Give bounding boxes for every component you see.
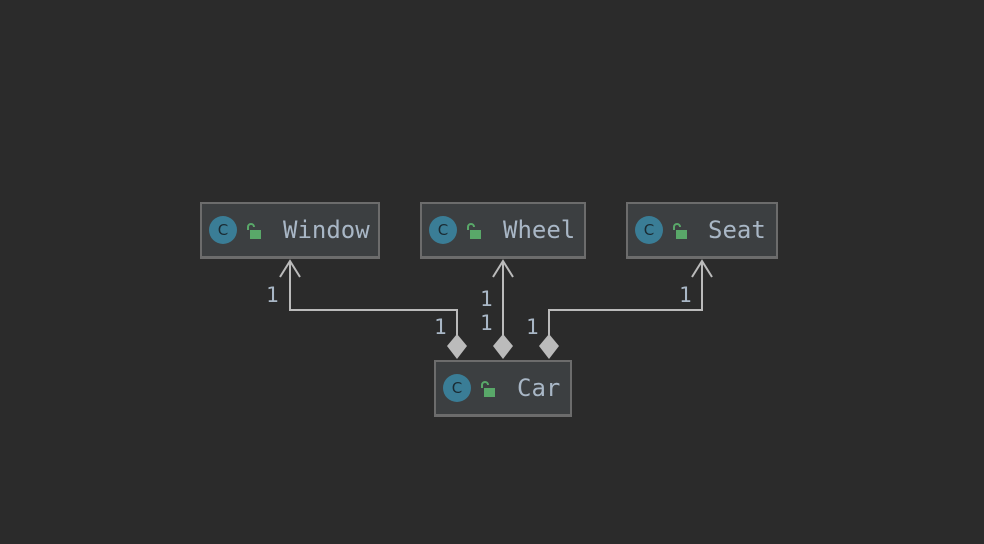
- composition-diamond-icon: [539, 334, 559, 359]
- unlocked-icon: [673, 223, 687, 239]
- arrowhead-icon: [691, 259, 713, 278]
- class-node-seat[interactable]: C Seat: [626, 202, 778, 259]
- class-name: Seat: [708, 216, 766, 244]
- relation-line: [289, 262, 458, 335]
- multiplicity-label: 1: [526, 315, 539, 339]
- multiplicity-label: 1: [480, 311, 493, 335]
- unlocked-icon: [467, 223, 481, 239]
- class-icon: C: [209, 216, 237, 244]
- composition-diamond-icon: [447, 334, 467, 359]
- multiplicity-label: 1: [679, 283, 692, 307]
- unlocked-icon: [481, 381, 495, 397]
- class-icon: C: [443, 374, 471, 402]
- relation-car-seat[interactable]: [539, 259, 713, 359]
- class-icon: C: [635, 216, 663, 244]
- relation-car-window[interactable]: [279, 259, 467, 359]
- class-node-wheel[interactable]: C Wheel: [420, 202, 586, 259]
- class-name: Car: [517, 374, 561, 402]
- multiplicity-label: 1: [434, 315, 447, 339]
- unlocked-icon: [247, 223, 261, 239]
- class-node-window[interactable]: C Window: [200, 202, 380, 259]
- composition-diamond-icon: [493, 334, 513, 359]
- class-name: Window: [283, 216, 370, 244]
- arrowhead-icon: [279, 259, 301, 278]
- class-node-car[interactable]: C Car: [434, 360, 572, 417]
- arrowhead-icon: [492, 259, 514, 278]
- class-icon: C: [429, 216, 457, 244]
- multiplicity-label: 1: [480, 287, 493, 311]
- relation-car-wheel[interactable]: [492, 259, 514, 359]
- relation-line: [548, 262, 703, 335]
- class-name: Wheel: [503, 216, 576, 244]
- multiplicity-label: 1: [266, 283, 279, 307]
